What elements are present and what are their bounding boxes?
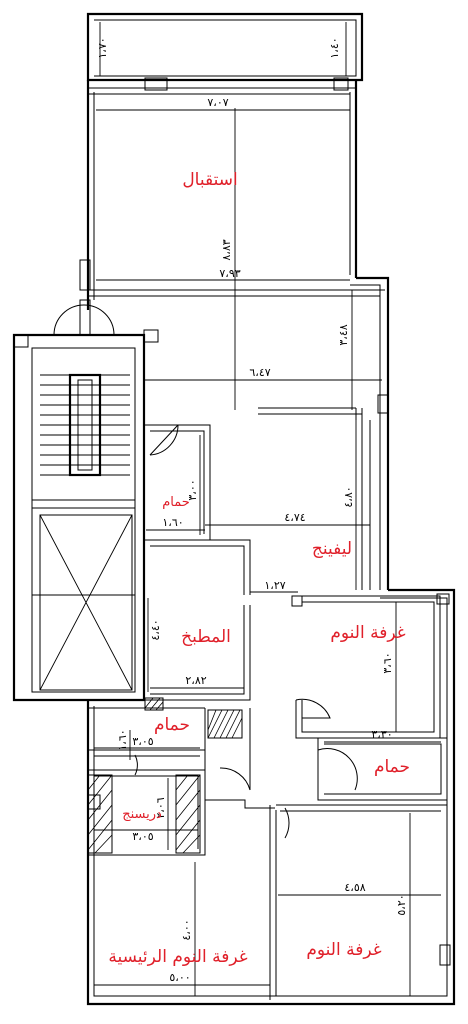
- dim-kitchen-height: ٤،٤٠: [149, 619, 162, 640]
- room-label-bedroom-right: غرفة النوم: [330, 623, 405, 643]
- room-label-master-bedroom: غرفة النوم الرئيسية: [108, 947, 247, 967]
- dim-height-348: ٣،٤٨: [337, 324, 350, 345]
- dim-width-160-a: ١،٦٠: [162, 516, 183, 529]
- dim-master-width: ٥،٠٠: [169, 971, 190, 984]
- dim-master-height: ٤،٠٠: [180, 919, 193, 940]
- dim-kitchen-width: ٢،٨٢: [185, 674, 206, 687]
- dim-width-160-b: ١،٦٠: [116, 729, 129, 750]
- dim-width-305-b: ٣،٠٥: [132, 830, 153, 843]
- dimension-labels: ١،٧٠ ١،٤٠ ٧،٠٧ ٨،٨٣ ٧،٩٣ ٣،٤٨ ٦،٤٧ ٣،٠٠ …: [96, 37, 408, 984]
- room-label-reception: استقبال: [182, 170, 237, 190]
- dim-width-330: ٣،٣٠: [371, 728, 392, 741]
- room-label-dressing: دريسنج: [122, 807, 162, 822]
- dim-width-793: ٧،٩٣: [219, 267, 240, 280]
- dimension-lines: [94, 22, 441, 996]
- dim-width-127: ١،٢٧: [264, 579, 285, 592]
- dim-dressing-height: ٢،٠٦: [154, 797, 167, 818]
- dim-bedroom-height: ٣،٦٠: [381, 652, 394, 673]
- room-label-living: ليفينج: [312, 539, 352, 559]
- dim-balcony-right: ١،٤٠: [328, 37, 341, 58]
- interior-walls: [87, 289, 448, 1000]
- stair-core: [13, 259, 159, 691]
- dim-height-520: ٥،٢٠: [395, 894, 408, 915]
- dim-height-480: ٤،٨٠: [342, 486, 355, 507]
- room-label-bath-small: حمام: [162, 495, 190, 510]
- dim-width-305-a: ٣،٠٥: [132, 735, 153, 748]
- dim-width-647: ٦،٤٧: [249, 366, 270, 379]
- room-labels: استقبال ليفينج المطبخ حمام حمام حمام غرف…: [108, 170, 410, 967]
- dim-width-458: ٤،٥٨: [344, 881, 365, 894]
- doors: [87, 77, 451, 966]
- dim-reception-height: ٨،٨٣: [220, 239, 233, 260]
- dim-balcony-left: ١،٧٠: [96, 37, 109, 58]
- dim-width-474: ٤،٧٤: [284, 511, 305, 524]
- room-label-bath-right: حمام: [374, 757, 410, 777]
- dim-reception-width: ٧،٠٧: [207, 96, 228, 109]
- room-label-kitchen: المطبخ: [181, 627, 231, 647]
- outer-walls: [12, 12, 456, 1006]
- dim-bath-height: ٣،٠٠: [186, 479, 199, 500]
- room-label-bath-lower: حمام: [154, 715, 190, 735]
- room-label-bedroom-bottom-right: غرفة النوم: [306, 940, 381, 960]
